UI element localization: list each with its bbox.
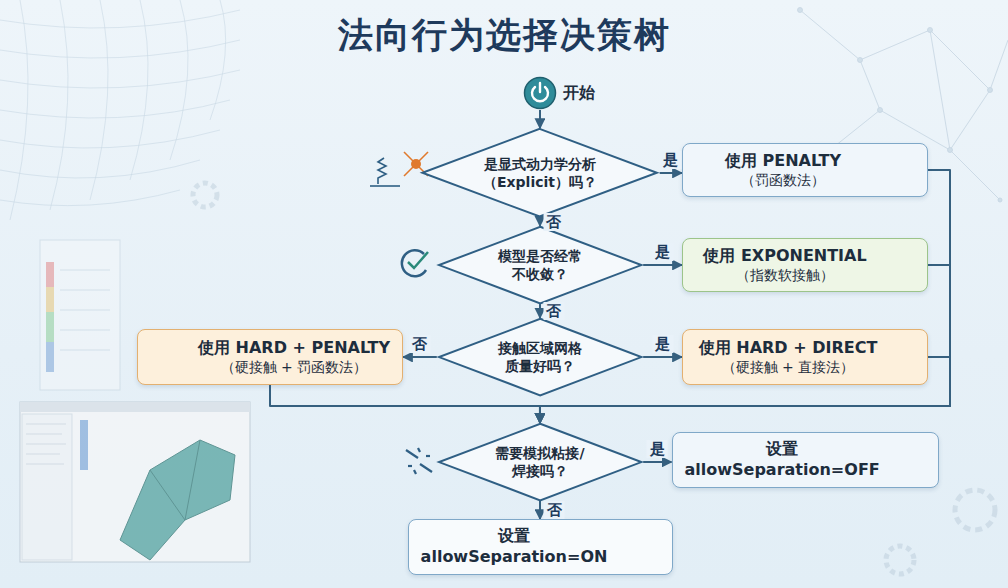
decision-diamond: 接触区域网格 质量好吗？ bbox=[437, 318, 643, 396]
process-box: 使用 EXPONENTIAL（指数软接触） bbox=[682, 238, 928, 292]
flow-arrow bbox=[643, 356, 682, 358]
node-sublabel: （罚函数法） bbox=[695, 171, 871, 189]
diamond-outline bbox=[437, 423, 643, 501]
edge-label: 是 bbox=[652, 335, 673, 353]
node-label: 设置 allowSeparation=ON bbox=[421, 526, 608, 568]
flow-arrow bbox=[539, 304, 541, 318]
node-label: 设置 allowSeparation=OFF bbox=[685, 439, 880, 481]
process-box: 使用 HARD + PENALTY（硬接触 + 罚函数法） bbox=[137, 329, 403, 385]
edge-label: 否 bbox=[543, 213, 564, 231]
process-box: 使用 PENALTY（罚函数法） bbox=[682, 143, 928, 197]
process-box: 使用 HARD + DIRECT（硬接触 + 直接法） bbox=[682, 329, 928, 385]
diamond-outline bbox=[437, 318, 643, 396]
edge-label: 是 bbox=[647, 440, 668, 458]
flow-arrow bbox=[539, 218, 541, 226]
flow-arrow bbox=[403, 356, 437, 358]
flow-arrow bbox=[643, 461, 671, 463]
edge-label: 否 bbox=[544, 501, 565, 519]
flow-arrow bbox=[660, 172, 682, 174]
flow-arrow bbox=[270, 385, 540, 423]
flow-arrow bbox=[643, 264, 682, 266]
node-label: 使用 PENALTY bbox=[695, 151, 871, 172]
check-icon bbox=[402, 250, 428, 276]
node-label: 接触区域网格 质量好吗？ bbox=[490, 339, 590, 375]
setting-box: 设置 allowSeparation=OFF bbox=[672, 432, 939, 488]
node-label: 需要模拟粘接/ 焊接吗？ bbox=[490, 444, 590, 480]
decision-diamond: 模型是否经常 不收敛？ bbox=[437, 226, 643, 304]
edge-label: 是 bbox=[660, 151, 681, 169]
edge-label: 是 bbox=[652, 243, 673, 261]
decision-diamond: 是显式动力学分析 （Explicit）吗？ bbox=[420, 128, 659, 217]
power-icon bbox=[523, 76, 557, 110]
node-label: 开始 bbox=[563, 83, 595, 104]
node-label: 使用 HARD + PENALTY bbox=[196, 338, 392, 359]
node-label: 模型是否经常 不收敛？ bbox=[490, 247, 590, 283]
setting-box: 设置 allowSeparation=ON bbox=[408, 519, 673, 575]
start-node: 开始 bbox=[523, 76, 595, 110]
spring-icon bbox=[370, 152, 428, 186]
node-label: 是显式动力学分析 （Explicit）吗？ bbox=[475, 155, 605, 191]
flow-arrow bbox=[540, 170, 950, 423]
edge-label: 否 bbox=[409, 335, 430, 353]
decision-diamond: 需要模拟粘接/ 焊接吗？ bbox=[437, 423, 643, 501]
title: 法向行为选择决策树 bbox=[0, 12, 1008, 59]
node-sublabel: （指数软接触） bbox=[693, 266, 877, 284]
node-label: 使用 EXPONENTIAL bbox=[693, 246, 877, 267]
flow-arrow bbox=[539, 110, 541, 128]
diamond-outline bbox=[420, 128, 659, 217]
node-sublabel: （硬接触 + 罚函数法） bbox=[196, 358, 392, 376]
flow-arrow bbox=[539, 501, 541, 519]
node-label: 使用 HARD + DIRECT bbox=[693, 338, 883, 359]
diamond-outline bbox=[437, 226, 643, 304]
break-icon bbox=[406, 448, 432, 474]
node-sublabel: （硬接触 + 直接法） bbox=[693, 358, 883, 376]
edge-label: 否 bbox=[543, 302, 564, 320]
